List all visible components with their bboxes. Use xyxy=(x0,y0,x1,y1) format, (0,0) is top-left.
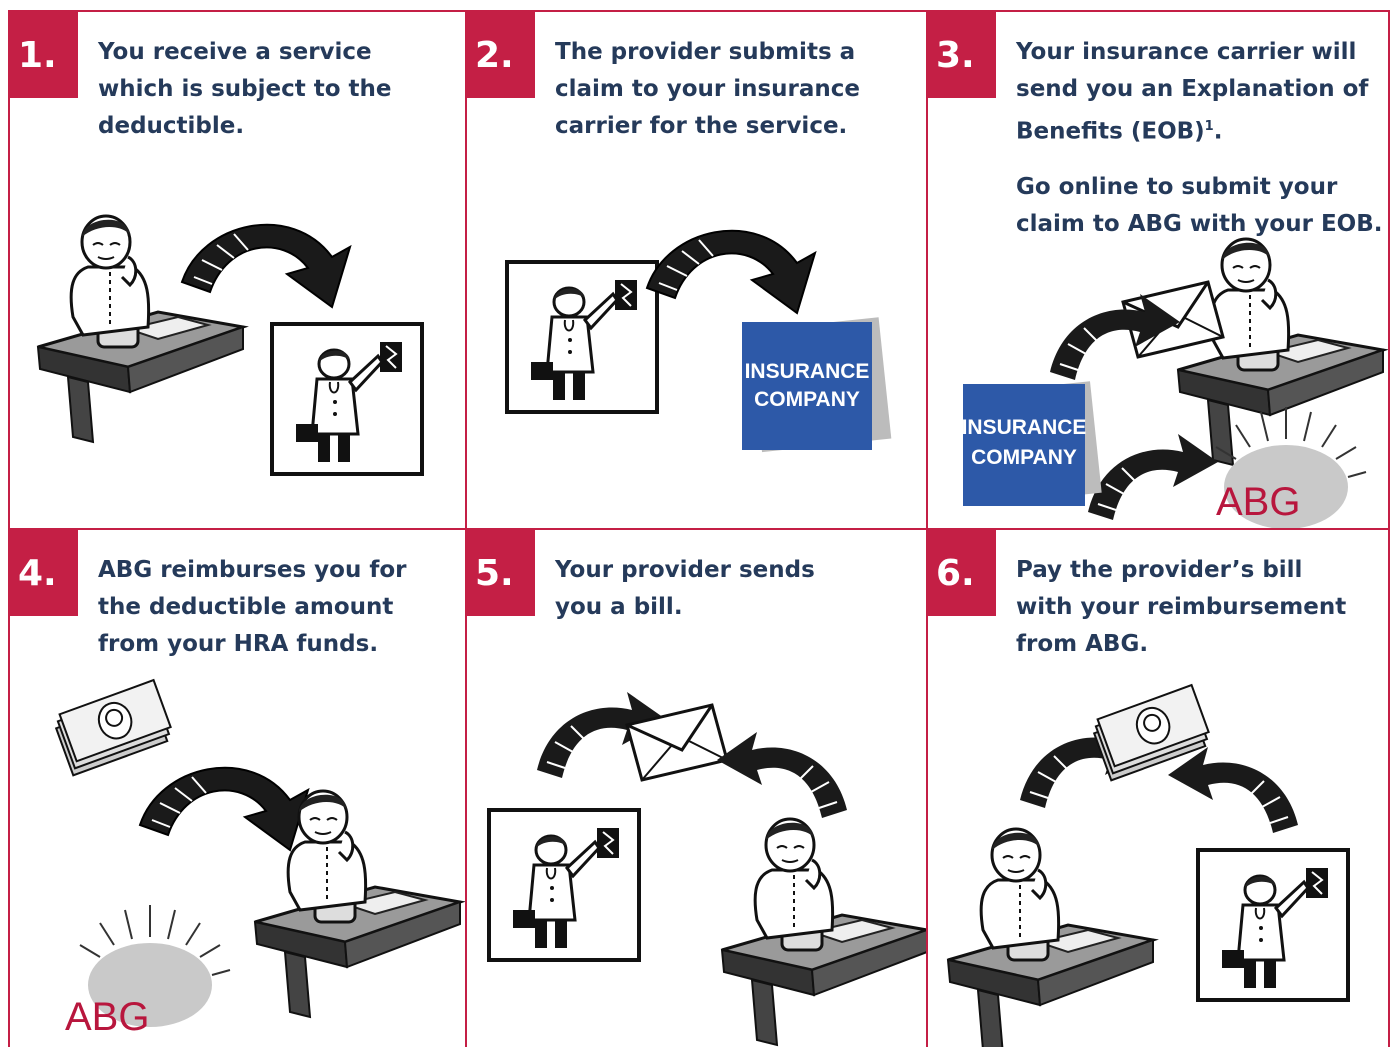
arrow-icon xyxy=(181,223,351,308)
step-text: The provider submits a claim to your ins… xyxy=(555,34,860,145)
step-text-line: ABG reimburses you for xyxy=(98,557,407,583)
step-text-line: You receive a service xyxy=(98,39,372,65)
step-illustration: INSURANCE COMPANY ABG xyxy=(962,237,1385,528)
step-illustration xyxy=(487,691,926,1047)
step-text: You receive a service which is subject t… xyxy=(98,34,392,145)
step-illustration: INSURANCE COMPANY xyxy=(505,229,892,453)
arrow-icon xyxy=(1087,433,1219,521)
step-number: 4. xyxy=(10,530,78,616)
step-panel-6: 6. Pay the provider’s bill with your rei… xyxy=(928,530,1388,1047)
step-text-line: with your reimbursement xyxy=(1016,594,1347,620)
step-text-line: you a bill. xyxy=(555,594,683,620)
step-text-line: Pay the provider’s bill xyxy=(1016,557,1303,583)
step-text-line: claim to ABG with your EOB. xyxy=(1016,210,1383,237)
insurance-label: INSURANCE xyxy=(962,416,1087,439)
step-text: Your provider sends you a bill. xyxy=(555,552,815,626)
insurance-company-box: INSURANCE COMPANY xyxy=(962,381,1102,506)
step-panel-1: 1. You receive a service which is subjec… xyxy=(10,12,465,528)
step-text-line: Benefits (EOB) xyxy=(1016,118,1205,145)
step-text-line: Your insurance carrier will xyxy=(1016,39,1357,65)
step-panel-4: 4. ABG reimburses you for the deductible… xyxy=(10,530,465,1047)
insurance-label: INSURANCE xyxy=(745,360,870,383)
step-number: 1. xyxy=(10,12,78,98)
person-at-desk-icon xyxy=(946,827,1155,1047)
row-divider xyxy=(8,528,1390,530)
step-text-line: deductible. xyxy=(98,113,245,139)
arrow-icon xyxy=(716,731,848,819)
footnote-mark: 1 xyxy=(1204,119,1214,134)
doctor-icon xyxy=(1196,848,1350,1002)
step-panel-2: 2. The provider submits a claim to your … xyxy=(467,12,926,528)
step-text-line: . xyxy=(1213,118,1223,145)
step-illustration xyxy=(946,684,1350,1047)
abg-label: ABG xyxy=(1216,480,1300,524)
step-text-line: Go online to submit your xyxy=(1016,173,1338,200)
person-at-desk-icon xyxy=(1176,237,1385,467)
step-number: 3. xyxy=(928,12,996,98)
person-at-desk-icon xyxy=(720,817,926,1047)
step-text-line: claim to your insurance xyxy=(555,76,861,102)
money-icon xyxy=(51,679,176,777)
doctor-icon xyxy=(487,808,641,962)
arrow-icon xyxy=(139,766,309,851)
insurance-label: COMPANY xyxy=(754,388,860,411)
step-text-line: from your HRA funds. xyxy=(98,631,379,657)
step-text-line: carrier for the service. xyxy=(555,113,848,139)
step-text-line: Your provider sends xyxy=(555,557,815,583)
step-text-line: send you an Explanation of xyxy=(1016,76,1369,102)
step-text-line: from ABG. xyxy=(1016,631,1149,657)
doctor-icon xyxy=(270,322,424,476)
step-text: Your insurance carrier will send you an … xyxy=(1016,34,1382,261)
step-number: 5. xyxy=(467,530,535,616)
step-text-line: The provider submits a xyxy=(555,39,856,65)
step-illustration: ABG xyxy=(51,679,462,1039)
step-text: ABG reimburses you for the deductible am… xyxy=(98,552,407,663)
insurance-company-box: INSURANCE COMPANY xyxy=(742,317,892,453)
step-text: Pay the provider’s bill with your reimbu… xyxy=(1016,552,1346,663)
abg-label: ABG xyxy=(65,995,149,1039)
arrow-icon xyxy=(1167,746,1299,834)
step-number: 6. xyxy=(928,530,996,616)
insurance-label: COMPANY xyxy=(971,446,1077,469)
step-panel-5: 5. Your provider sends you a bill. xyxy=(467,530,926,1047)
step-number: 2. xyxy=(467,12,535,98)
step-panel-3: 3. Your insurance carrier will send you … xyxy=(928,12,1388,528)
doctor-icon xyxy=(505,260,659,414)
step-text-line: which is subject to the xyxy=(98,76,392,102)
arrow-icon xyxy=(646,229,816,314)
step-text-line: the deductible amount xyxy=(98,594,394,620)
step-illustration xyxy=(36,214,424,476)
